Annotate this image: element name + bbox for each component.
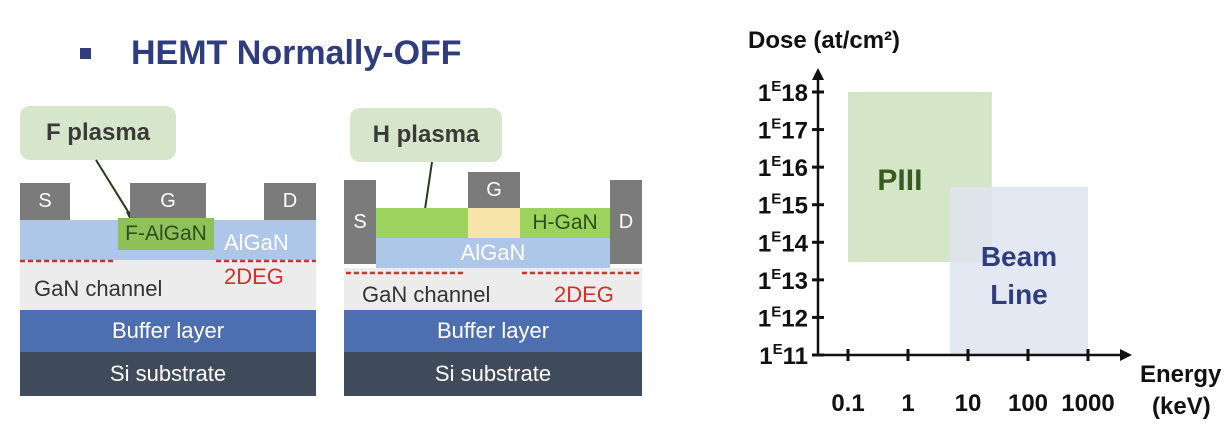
left-algan-label: AlGaN [224,230,289,255]
region-label-beam-line: Beam [981,241,1057,272]
left-2deg-line [20,259,316,263]
right-source-contact: S [344,180,376,264]
h-plasma-callout: H plasma [350,108,502,162]
left-si-substrate: Si substrate [20,352,316,396]
x-tick-label: 1 [901,390,914,417]
left-2deg-label: 2DEG [224,264,284,289]
page-title: HEMT Normally-OFF [131,33,462,72]
right-2deg-line [346,271,642,275]
title-row: HEMT Normally-OFF [80,28,462,78]
y-tick-label: 1E12 [758,303,808,332]
right-2deg-label: 2DEG [554,282,614,307]
left-f-algan-region: F-AlGaN [118,218,214,250]
y-tick-label: 1E18 [758,78,808,107]
x-tick-label: 10 [955,390,982,417]
right-h-gan-label: H-GaN [532,211,598,234]
right-algan-layer: AlGaN [376,238,610,268]
left-channel-label: GaN channel [34,276,163,301]
x-tick-label: 100 [1008,390,1048,417]
y-tick-label: 1E16 [758,153,808,182]
left-device: F plasma S G D F-AlGaN AlGaN GaN channel… [18,100,318,400]
x-axis-label-unit: (keV) [1152,393,1211,420]
right-gan-channel [344,268,642,310]
bullet-icon [80,47,91,59]
right-channel-label: GaN channel [362,282,491,307]
y-tick-label: 1E17 [758,116,808,145]
right-gate-contact: G [468,172,520,208]
region-beam-line [949,186,1088,355]
region-label-piii: PIII [877,164,922,197]
left-f-algan-label: F-AlGaN [125,222,207,245]
right-h-gan-region: H-GaN [520,208,610,238]
right-algan-label: AlGaN [460,240,526,265]
y-tick-label: 1E15 [758,191,808,220]
left-source-contact: S [20,183,70,220]
right-drain-contact: D [610,180,642,264]
y-axis-arrow-icon [812,68,824,80]
region-label-beam-line: Line [990,279,1048,310]
x-tick-label: 1000 [1061,390,1114,417]
x-axis-arrow-icon [1120,349,1132,361]
x-axis-label: Energy [1140,361,1222,388]
left-gan-channel [20,260,316,310]
left-gate-contact: G [130,183,206,220]
x-tick-label: 0.1 [831,390,864,417]
right-device: H plasma S G D H-GaN AlGaN GaN channel 2… [344,100,644,400]
y-axis-label: Dose (at/cm²) [748,27,900,54]
y-tick-label: 1E13 [758,266,808,295]
right-buffer-layer: Buffer layer [344,310,642,352]
y-tick-label: 1E11 [759,341,808,370]
left-drain-contact: D [264,183,316,220]
f-plasma-callout: F plasma [20,106,176,160]
right-gate-under [468,208,520,238]
y-tick-label: 1E14 [758,228,809,257]
right-si-substrate: Si substrate [344,352,642,396]
right-h-gan-left [376,208,468,238]
left-buffer-layer: Buffer layer [20,310,316,352]
